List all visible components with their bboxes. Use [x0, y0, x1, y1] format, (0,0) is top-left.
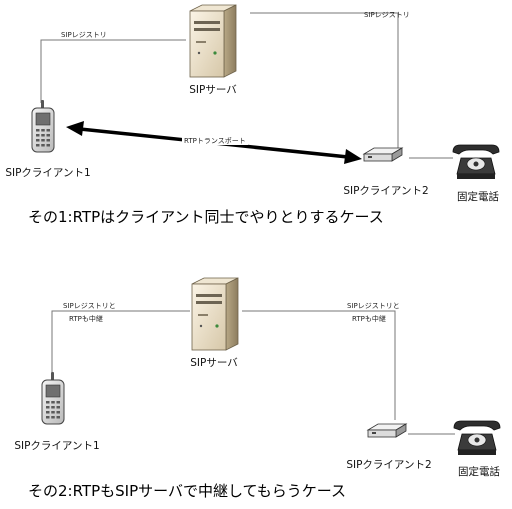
relay-link-right-2: [242, 310, 396, 420]
relay-label-right-line2: RTPも中継: [352, 314, 386, 323]
fixed-phone-label-2: 固定電話: [458, 465, 500, 478]
sip-client2-label-1: SIPクライアント2: [343, 185, 428, 197]
relay-label-left-line1: SIPレジストリと: [63, 302, 116, 310]
sip-server-label-1: SIPサーバ: [189, 84, 237, 96]
fixed-phone-label-1: 固定電話: [457, 190, 499, 203]
sip-registry-link-right-1: [250, 12, 399, 148]
scenario2-caption: その2:RTPもSIPサーバで中継してもらうケース: [28, 482, 346, 500]
sip-server-label-2: SIPサーバ: [190, 357, 238, 369]
relay-link-left-2: [51, 310, 190, 372]
scenario-1: SIPレジストリ SIPレジストリ RTPトランスポート SIPサーバ SIPク…: [5, 4, 500, 226]
scenario1-caption: その1:RTPはクライアント同士でやりとりするケース: [28, 208, 384, 226]
sip-registry-label-left-1: SIPレジストリ: [61, 31, 107, 39]
relay-label-left-line2: RTPも中継: [69, 314, 103, 323]
sip-client2-label-2: SIPクライアント2: [346, 459, 431, 471]
sip-client1-label-2: SIPクライアント1: [14, 440, 99, 452]
sip-client1-label-1: SIPクライアント1: [5, 167, 90, 179]
desk-phone-icon: [452, 144, 500, 180]
sip-registry-label-right-1: SIPレジストリ: [364, 11, 410, 19]
rtp-transport-label: RTPトランスポート: [184, 137, 246, 145]
sip-server-icon: [189, 4, 237, 78]
mobile-phone-icon: [31, 99, 55, 153]
desk-phone-icon: [453, 420, 501, 456]
sip-client-device-icon: [363, 147, 403, 162]
mobile-phone-icon: [41, 371, 65, 425]
sip-server-icon: [191, 277, 239, 351]
scenario-2: SIPレジストリと RTPも中継 SIPレジストリと RTPも中継 SIPサーバ…: [14, 277, 501, 500]
sip-client-device-icon: [367, 423, 407, 438]
sip-registry-link-left-1: [40, 39, 186, 103]
relay-label-right-line1: SIPレジストリと: [347, 302, 400, 310]
